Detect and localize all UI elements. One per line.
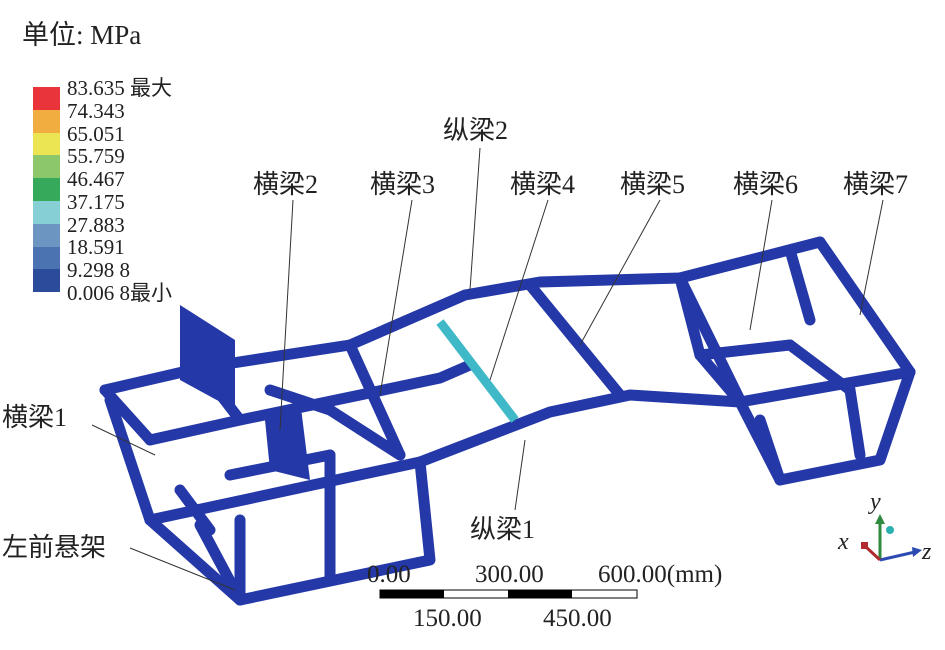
legend-swatch	[33, 178, 60, 201]
legend-value: 0.006 8最小	[67, 281, 172, 305]
legend-swatch	[33, 200, 60, 224]
label-cross-beam-6: 横梁6	[733, 170, 799, 199]
scale-label: 600.00(mm)	[598, 561, 723, 588]
color-legend	[33, 87, 60, 293]
label-long-beam-2: 纵梁2	[443, 116, 509, 145]
legend-value: 83.635 最大	[67, 76, 172, 100]
legend-swatch	[33, 132, 60, 156]
legend-value: 65.051	[67, 122, 125, 146]
scale-label: 450.00	[543, 605, 612, 632]
unit-label: 单位: MPa	[22, 20, 142, 50]
front-plate	[180, 305, 235, 410]
legend-value: 46.467	[67, 167, 125, 191]
label-cross-beam-2: 横梁2	[253, 170, 319, 199]
legend-value: 74.343	[67, 99, 125, 123]
label-cross-beam-3: 横梁3	[370, 170, 436, 199]
legend-swatch	[33, 223, 60, 247]
axis-x-label: x	[838, 529, 849, 555]
leader-lines	[91, 147, 884, 591]
scale-label: 150.00	[413, 605, 482, 632]
axis-y-label: y	[870, 489, 881, 515]
legend-value: 37.175	[67, 190, 125, 214]
label-cross-beam-5: 横梁5	[620, 170, 686, 199]
legend-swatch	[33, 246, 60, 270]
scale-label: 0.00	[367, 561, 411, 588]
label-cross-beam-7: 横梁7	[843, 170, 909, 199]
legend-value: 27.883	[67, 213, 125, 237]
scale-label: 300.00	[475, 561, 544, 588]
axis-triad-icon	[861, 514, 922, 562]
legend-swatch	[33, 109, 60, 133]
cross-beam-4-highlight	[436, 319, 519, 423]
label-long-beam-1: 纵梁1	[470, 515, 536, 544]
legend-swatch	[33, 155, 60, 179]
label-cross-beam-4: 横梁4	[510, 170, 576, 199]
legend-value: 55.759	[67, 144, 125, 168]
legend-value: 9.298 8	[67, 258, 130, 282]
axis-z-label: z	[922, 539, 932, 565]
mount-plate	[265, 400, 310, 480]
legend-swatch	[33, 87, 60, 110]
label-front-suspension: 左前悬架	[2, 533, 107, 562]
label-cross-beam-1: 横梁1	[2, 403, 68, 432]
scale-bar	[379, 589, 638, 599]
frame-beams	[99, 236, 916, 606]
legend-swatch	[33, 269, 60, 293]
legend-value: 18.591	[67, 235, 125, 259]
